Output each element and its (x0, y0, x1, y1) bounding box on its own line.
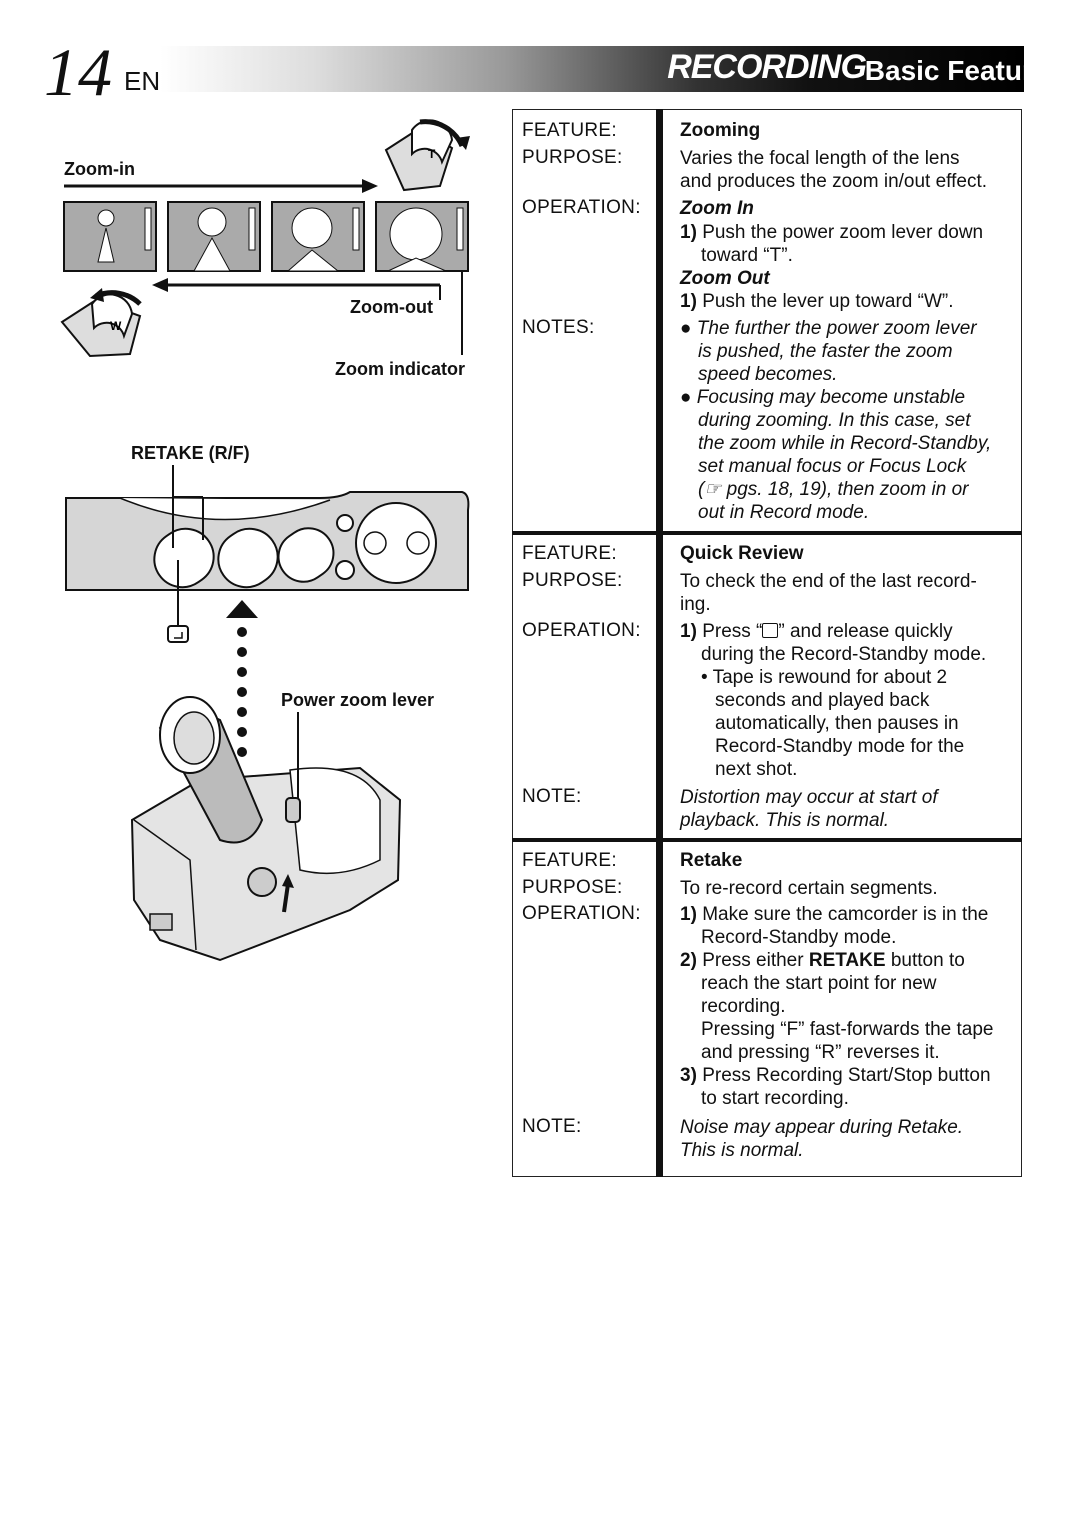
note-text: Distortion may occur at start of playbac… (680, 787, 938, 831)
section-subtitle-visible: Basic Features (864, 55, 1064, 86)
section-title: RECORDING (667, 48, 867, 87)
camcorder-illustration: T W (60, 119, 470, 962)
table-divider (656, 109, 663, 1177)
power-zoom-label: Power zoom lever (281, 690, 435, 710)
camcorder-body (130, 696, 402, 962)
feature-value: Quick Review (680, 543, 804, 564)
zoom-out-label: Zoom-out (350, 297, 433, 317)
note-key: NOTE: (522, 786, 582, 807)
retake-steps: 1) Make sure the camcorder is in the Rec… (680, 904, 994, 1109)
note-key: NOTE: (522, 1116, 582, 1137)
page-number: 14 (44, 34, 112, 110)
feature-value: Retake (680, 850, 743, 871)
purpose-text: To check the end of the last record- ing… (680, 571, 977, 615)
purpose-text: Varies the focal length of the lens and … (680, 148, 988, 192)
page-language: EN (124, 66, 161, 96)
note-text: Noise may appear during Retake. This is … (680, 1117, 964, 1161)
zoom-frames (63, 201, 469, 272)
header-bar (160, 46, 1024, 92)
zoom-out-title: Zoom Out (680, 268, 770, 289)
zoom-out-step: 1) Push the lever up toward “W”. (680, 291, 954, 312)
feature-key: FEATURE: (522, 543, 617, 564)
purpose-key: PURPOSE: (522, 570, 623, 591)
operation-key: OPERATION: (522, 620, 641, 641)
section-title-main: RECORDING (667, 48, 867, 86)
svg-text:T: T (428, 147, 436, 161)
operation-key: OPERATION: (522, 903, 641, 924)
row-separator (512, 531, 1022, 535)
zoom-in-step: 1) Push the power zoom lever down toward… (680, 222, 984, 266)
feature-table (512, 109, 1022, 1177)
quick-review-icon (167, 625, 189, 643)
quick-review-icon (762, 623, 779, 638)
zoom-indicator-label: Zoom indicator (335, 359, 465, 379)
svg-text:W: W (110, 319, 122, 333)
operation-key: OPERATION: (522, 197, 641, 218)
feature-key: FEATURE: (522, 120, 617, 141)
feature-key: FEATURE: (522, 850, 617, 871)
zoom-in-title: Zoom In (680, 198, 754, 219)
feature-value: Zooming (680, 120, 761, 141)
zoom-in-label: Zoom-in (64, 159, 135, 179)
retake-label: RETAKE (R/F) (131, 443, 250, 463)
control-panel (65, 491, 470, 591)
notes-key: NOTES: (522, 317, 595, 338)
purpose-key: PURPOSE: (522, 877, 623, 898)
row-separator (512, 838, 1022, 842)
zoom-lever-w-icon: W (60, 288, 142, 358)
zoom-lever-t-icon: T (384, 119, 470, 192)
power-zoom-lever (285, 797, 301, 823)
note-list: ● The further the power zoom lever is pu… (680, 318, 992, 523)
purpose-key: PURPOSE: (522, 147, 623, 168)
purpose-text: To re-record certain segments. (680, 878, 938, 899)
quick-review-steps: 1) Press “” and release quickly during t… (680, 621, 987, 780)
